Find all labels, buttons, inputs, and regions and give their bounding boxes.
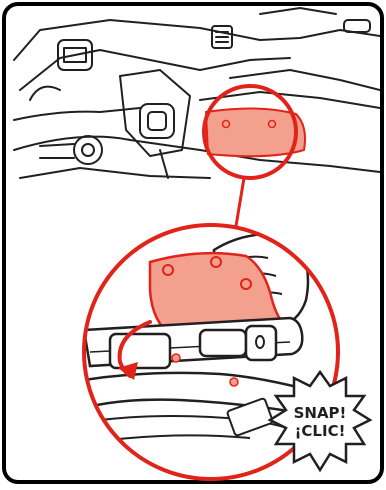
detail-screw-2: [210, 256, 222, 268]
callout-line-2: ¡CLIC!: [295, 422, 346, 440]
overview-focus-circle: [202, 84, 298, 180]
overview-screw-2: [267, 119, 277, 129]
detail-screw-3: [240, 278, 252, 290]
overview-line-art: [13, 7, 380, 179]
detail-screw-1: [162, 264, 174, 276]
starburst-icon: SNAP! ¡CLIC!: [267, 369, 373, 473]
zoom-connector-line: [234, 177, 246, 227]
callout-line-1: SNAP!: [294, 404, 347, 422]
overview-screw-1: [221, 119, 231, 129]
curved-arrow-icon: [117, 320, 152, 380]
zoom-circle: [82, 223, 340, 481]
overview-highlight-part: [204, 107, 306, 158]
